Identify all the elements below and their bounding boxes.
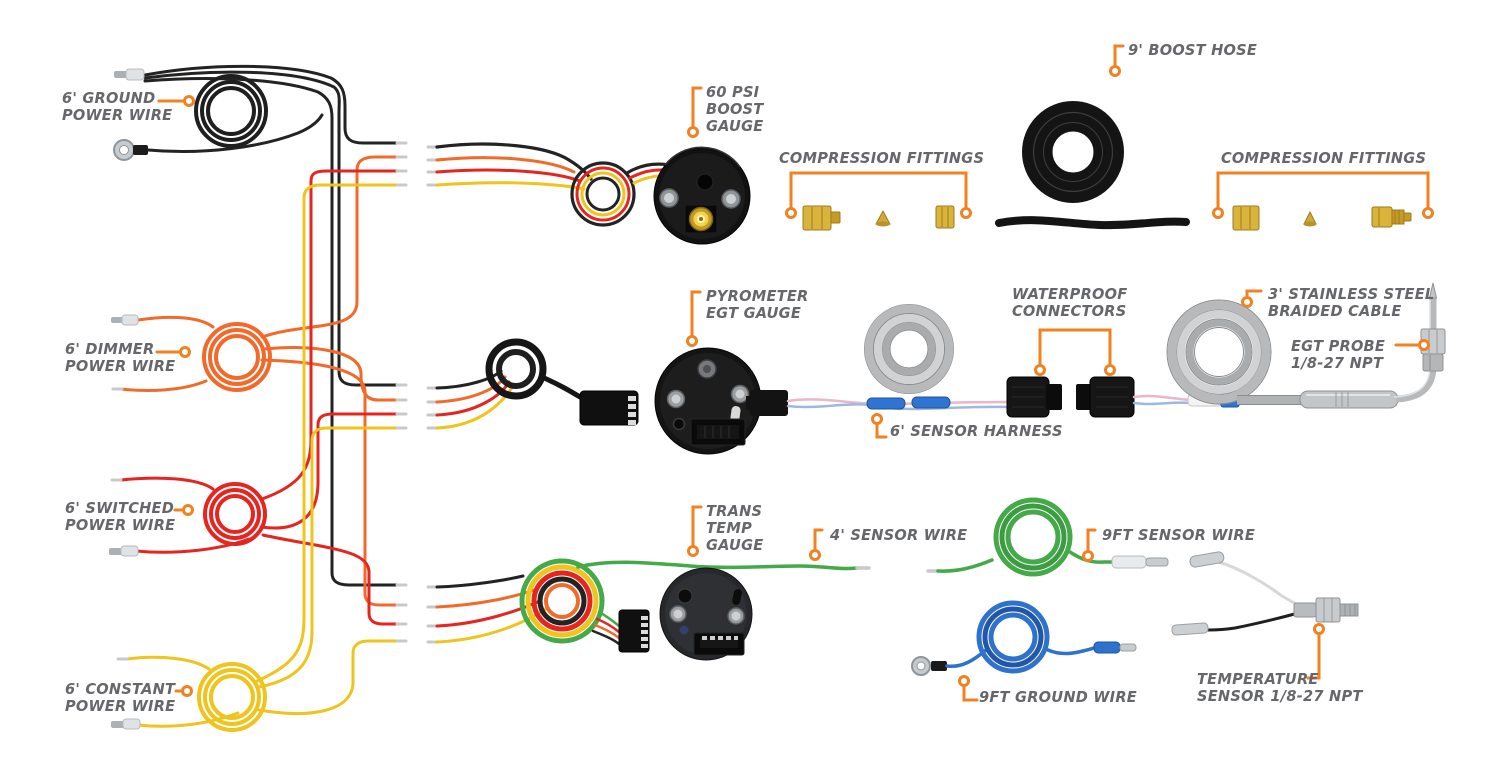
ground-wire-9ft-assembly (911, 600, 1137, 676)
pointer-sensor-wire-9ft (1082, 528, 1097, 562)
switched-power-wire-assembly (109, 482, 267, 557)
label-braided-cable: 3' STAINLESS STEEL BRAIDED CABLE (1268, 285, 1435, 320)
ring-terminal (113, 139, 148, 161)
callout-pointers (155, 44, 1434, 702)
constant-power-wire-assembly (111, 662, 267, 732)
boost-gauge (653, 146, 751, 245)
label-boost-hose: 9' BOOST HOSE (1128, 41, 1258, 59)
spade-terminal (109, 545, 139, 557)
pointer-boost-gauge (687, 86, 703, 138)
gauge-screw (669, 605, 687, 623)
label-temp-sensor: TEMPERATURE SENSOR 1/8-27 NPT (1197, 670, 1363, 705)
pointer-ground (157, 95, 195, 107)
hex-nut-fitting (802, 205, 841, 231)
ferrule (875, 209, 891, 227)
gauge-screw (666, 389, 686, 409)
label-waterproof-connectors: WATERPROOF CONNECTORS (1012, 285, 1128, 320)
ground-coil (194, 74, 268, 148)
ferrule (1303, 210, 1317, 227)
pyrometer-gauge (654, 347, 762, 455)
gauge-screw (721, 189, 741, 209)
gauge-plug-socket (690, 418, 746, 446)
label-sensor-wire-9ft: 9FT SENSOR WIRE (1102, 526, 1256, 544)
label-compression-fittings-2: COMPRESSION FITTINGS (1221, 149, 1427, 167)
label-boost-gauge: 60 PSI BOOST GAUGE (706, 83, 764, 135)
trans-harness-connector (618, 609, 650, 653)
label-ground-wire-9ft: 9FT GROUND WIRE (979, 688, 1137, 706)
sensor-wire-9ft-assembly (926, 497, 1169, 577)
pointer-constant (174, 685, 193, 697)
pointer-pyrometer (686, 290, 702, 347)
sensor-wire-4ft (576, 560, 871, 571)
sensor-harness (746, 390, 1010, 416)
bullet-connector (1189, 551, 1225, 568)
switched-coil (203, 482, 267, 546)
waterproof-connector-b (1076, 376, 1135, 418)
spade-connector (1093, 641, 1121, 654)
trans-harness-wires (435, 558, 621, 646)
pointer-egt-probe (1394, 339, 1430, 351)
label-pyrometer-gauge: PYROMETER EGT GAUGE (706, 287, 809, 322)
ground-power-wire-assembly (113, 68, 268, 161)
dimmer-coil (202, 322, 272, 392)
compression-fittings-set-2 (1232, 205, 1412, 231)
compression-fittings-set-1 (802, 205, 955, 231)
pointer-temp-sensor (1306, 623, 1325, 680)
butt-connector (911, 396, 951, 409)
pointer-compression-2 (1212, 171, 1434, 219)
spade-terminal (111, 314, 139, 326)
pointer-compression-1 (785, 171, 972, 219)
harness-braided-coil (864, 304, 954, 394)
wire-bundle (119, 64, 399, 728)
label-sensor-wire-4ft: 4' SENSOR WIRE (830, 526, 968, 544)
male-compression-fitting (1371, 206, 1412, 228)
gauge-plug-socket (693, 632, 745, 656)
spade-connector (1111, 555, 1147, 569)
pointer-waterproof (1034, 328, 1116, 376)
spade-terminal (111, 718, 141, 730)
temp-sensor-body (1293, 597, 1359, 623)
constant-coil (197, 662, 267, 732)
waterproof-connector-a (1006, 376, 1062, 418)
label-egt-probe: EGT PROBE 1/8-27 NPT (1291, 337, 1386, 372)
trans-temp-gauge (659, 567, 753, 661)
label-switched-power-wire: 6' SWITCHED POWER WIRE (65, 499, 176, 534)
harness-gauge-connector (750, 390, 788, 416)
label-ground-power-wire: 6' GROUND POWER WIRE (62, 89, 173, 124)
label-compression-fittings-1: COMPRESSION FITTINGS (779, 149, 985, 167)
braided-cable-coil (1166, 299, 1272, 405)
butt-connector (866, 397, 906, 410)
bullet-connector (1171, 622, 1209, 636)
brass-boost-fitting (688, 206, 714, 232)
pyro-harness-connector (579, 390, 639, 426)
pyro-harness-wires (435, 338, 583, 430)
gauge-screw (730, 384, 750, 404)
pointer-dimmer (155, 346, 191, 358)
hose-port-hole (696, 173, 714, 191)
label-constant-power-wire: 6' CONSTANT POWER WIRE (65, 680, 176, 715)
temperature-sensor-assembly (1171, 551, 1359, 636)
hex-nut-fitting (1232, 205, 1260, 231)
label-sensor-harness: 6' SENSOR HARNESS (890, 422, 1063, 440)
pointer-trans-gauge (687, 505, 703, 557)
pointer-switched (173, 504, 194, 516)
ring-terminal (911, 656, 947, 676)
pointer-sensor-wire-4ft (809, 528, 824, 561)
gauge-screw (659, 188, 679, 208)
boost-hose-coil (995, 101, 1190, 230)
spade-terminal (114, 68, 145, 81)
dimmer-power-wire-assembly (111, 314, 272, 392)
label-dimmer-power-wire: 6' DIMMER POWER WIRE (65, 340, 176, 375)
probe-compression-nut (1422, 353, 1444, 372)
pointer-sensor-harness (871, 413, 888, 439)
gauge-screw (727, 607, 745, 625)
pointer-boost-hose (1109, 44, 1125, 77)
compression-nut (935, 205, 955, 229)
pointer-braided-cable (1241, 289, 1263, 308)
label-trans-gauge: TRANS TEMP GAUGE (706, 502, 764, 554)
pointer-ground-wire-9ft (958, 675, 979, 702)
egt-probe (1237, 282, 1446, 409)
